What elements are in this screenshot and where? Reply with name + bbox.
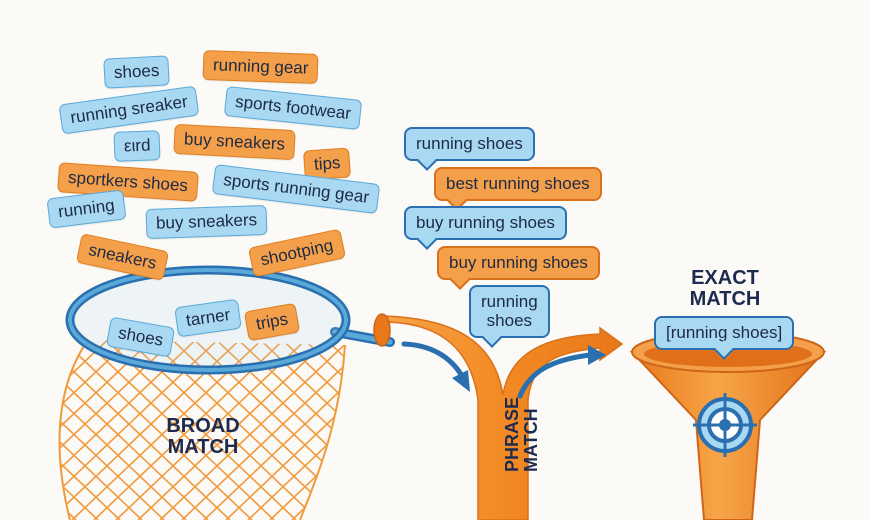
phrase-bubble-line1: running (481, 292, 538, 311)
exact-title-line1: EXACT (691, 267, 759, 289)
net-mesh-line (0, 330, 32, 520)
broad-match-title: BROAD MATCH (148, 416, 258, 458)
keyword-tag: buy sneakers (145, 204, 268, 240)
net-mesh-line (59, 340, 207, 520)
phrase-title-line1: PHRASE (502, 396, 522, 472)
phrase-title-line2: MATCH (520, 408, 541, 472)
net-mesh-line (59, 340, 165, 520)
net-mesh-line (291, 340, 346, 520)
keyword-tag: ειrd (113, 130, 161, 162)
phrase-bubble: running shoes (404, 127, 535, 162)
net-mesh-line (0, 330, 54, 520)
funnel-icon (629, 331, 827, 520)
net-mesh-line (181, 340, 346, 520)
net-mesh-line (247, 340, 346, 520)
arrow-icon (517, 352, 593, 399)
net-mesh-line (59, 340, 187, 520)
net-mesh-line (71, 340, 273, 520)
net-mesh-line (93, 340, 295, 520)
net-mesh-line (59, 340, 121, 520)
net-mesh-line (59, 340, 141, 520)
net-mesh-line (59, 340, 99, 520)
net-mesh-line (159, 340, 346, 520)
net-mesh-line (203, 340, 346, 520)
exact-title-line2: MATCH (689, 288, 761, 310)
net-mesh-line (59, 340, 209, 520)
net-mesh-line (0, 330, 8, 520)
exact-match-title: EXACT MATCH (670, 268, 780, 310)
broad-title-line2: MATCH (167, 436, 239, 458)
net-mesh-line (269, 340, 346, 520)
net-mesh-line (0, 330, 52, 520)
pipe-icon (373, 313, 624, 520)
phrase-bubble-line2: shoes (486, 311, 533, 331)
net-mesh-line (137, 340, 339, 520)
keyword-tag: buy sneakers (173, 123, 296, 161)
broad-title-line1: BROAD (166, 415, 240, 437)
exact-bubble: [running shoes] (654, 316, 795, 351)
phrase-bubble: best running shoes (434, 167, 602, 202)
net-mesh-line (59, 340, 119, 520)
net-mesh-line (59, 340, 251, 520)
target-icon (693, 393, 757, 457)
arrow-icon (401, 341, 465, 379)
keyword-tag: shoes (103, 55, 171, 89)
phrase-match-title: PHRASE MATCH (502, 362, 541, 472)
net-mesh-line (225, 340, 346, 520)
keyword-tag: running gear (202, 49, 319, 85)
phrase-bubble: running shoes (469, 285, 550, 339)
net-mesh-line (0, 330, 10, 520)
phrase-bubble: buy running shoes (437, 246, 600, 281)
net-mesh-line (59, 340, 143, 520)
net-mesh-line (0, 330, 30, 520)
phrase-bubble: buy running shoes (404, 206, 567, 241)
